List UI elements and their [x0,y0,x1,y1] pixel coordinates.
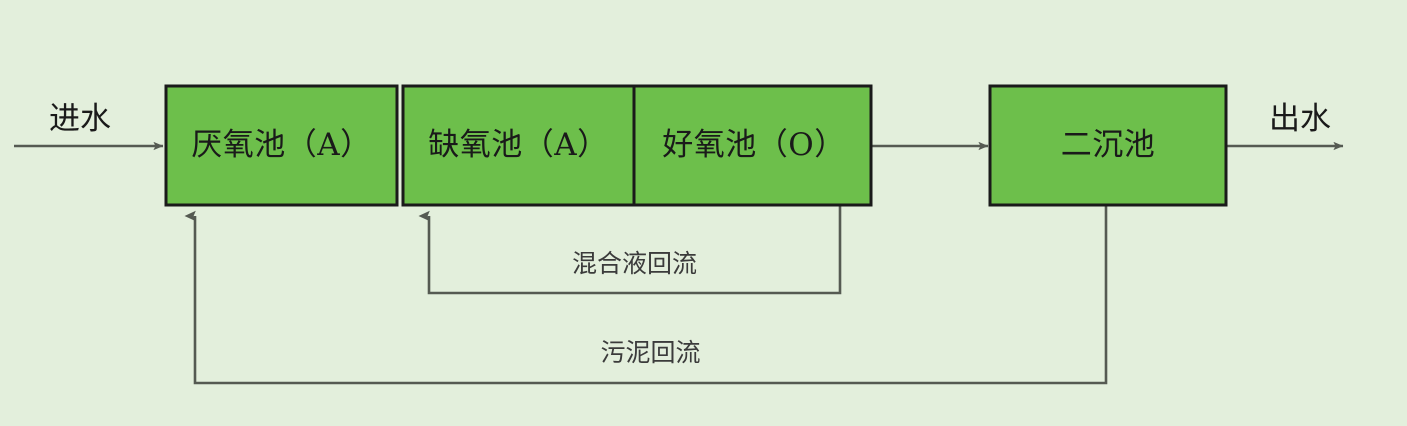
node-label-anaerobic: 厌氧池（A） [191,127,372,163]
edge-label-mixed-liquor-return: 混合液回流 [571,249,697,278]
mixed-liquor-return-line [418,206,842,295]
node-anaerobic-tank[interactable] [164,84,399,207]
node-secondary-clarifier[interactable] [988,84,1228,207]
sludge-return-line [184,206,1108,385]
node-anoxic-aerobic-block[interactable] [401,84,873,207]
node-label-aerobic: 好氧池（O） [662,127,846,163]
node-label-anoxic: 缺氧池（A） [428,127,609,163]
node-label-clarifier: 二沉池 [1060,127,1156,163]
influent-label: 进水 [49,101,111,137]
effluent-label: 出水 [1269,101,1331,137]
edge-label-sludge-return: 污泥回流 [600,338,701,367]
